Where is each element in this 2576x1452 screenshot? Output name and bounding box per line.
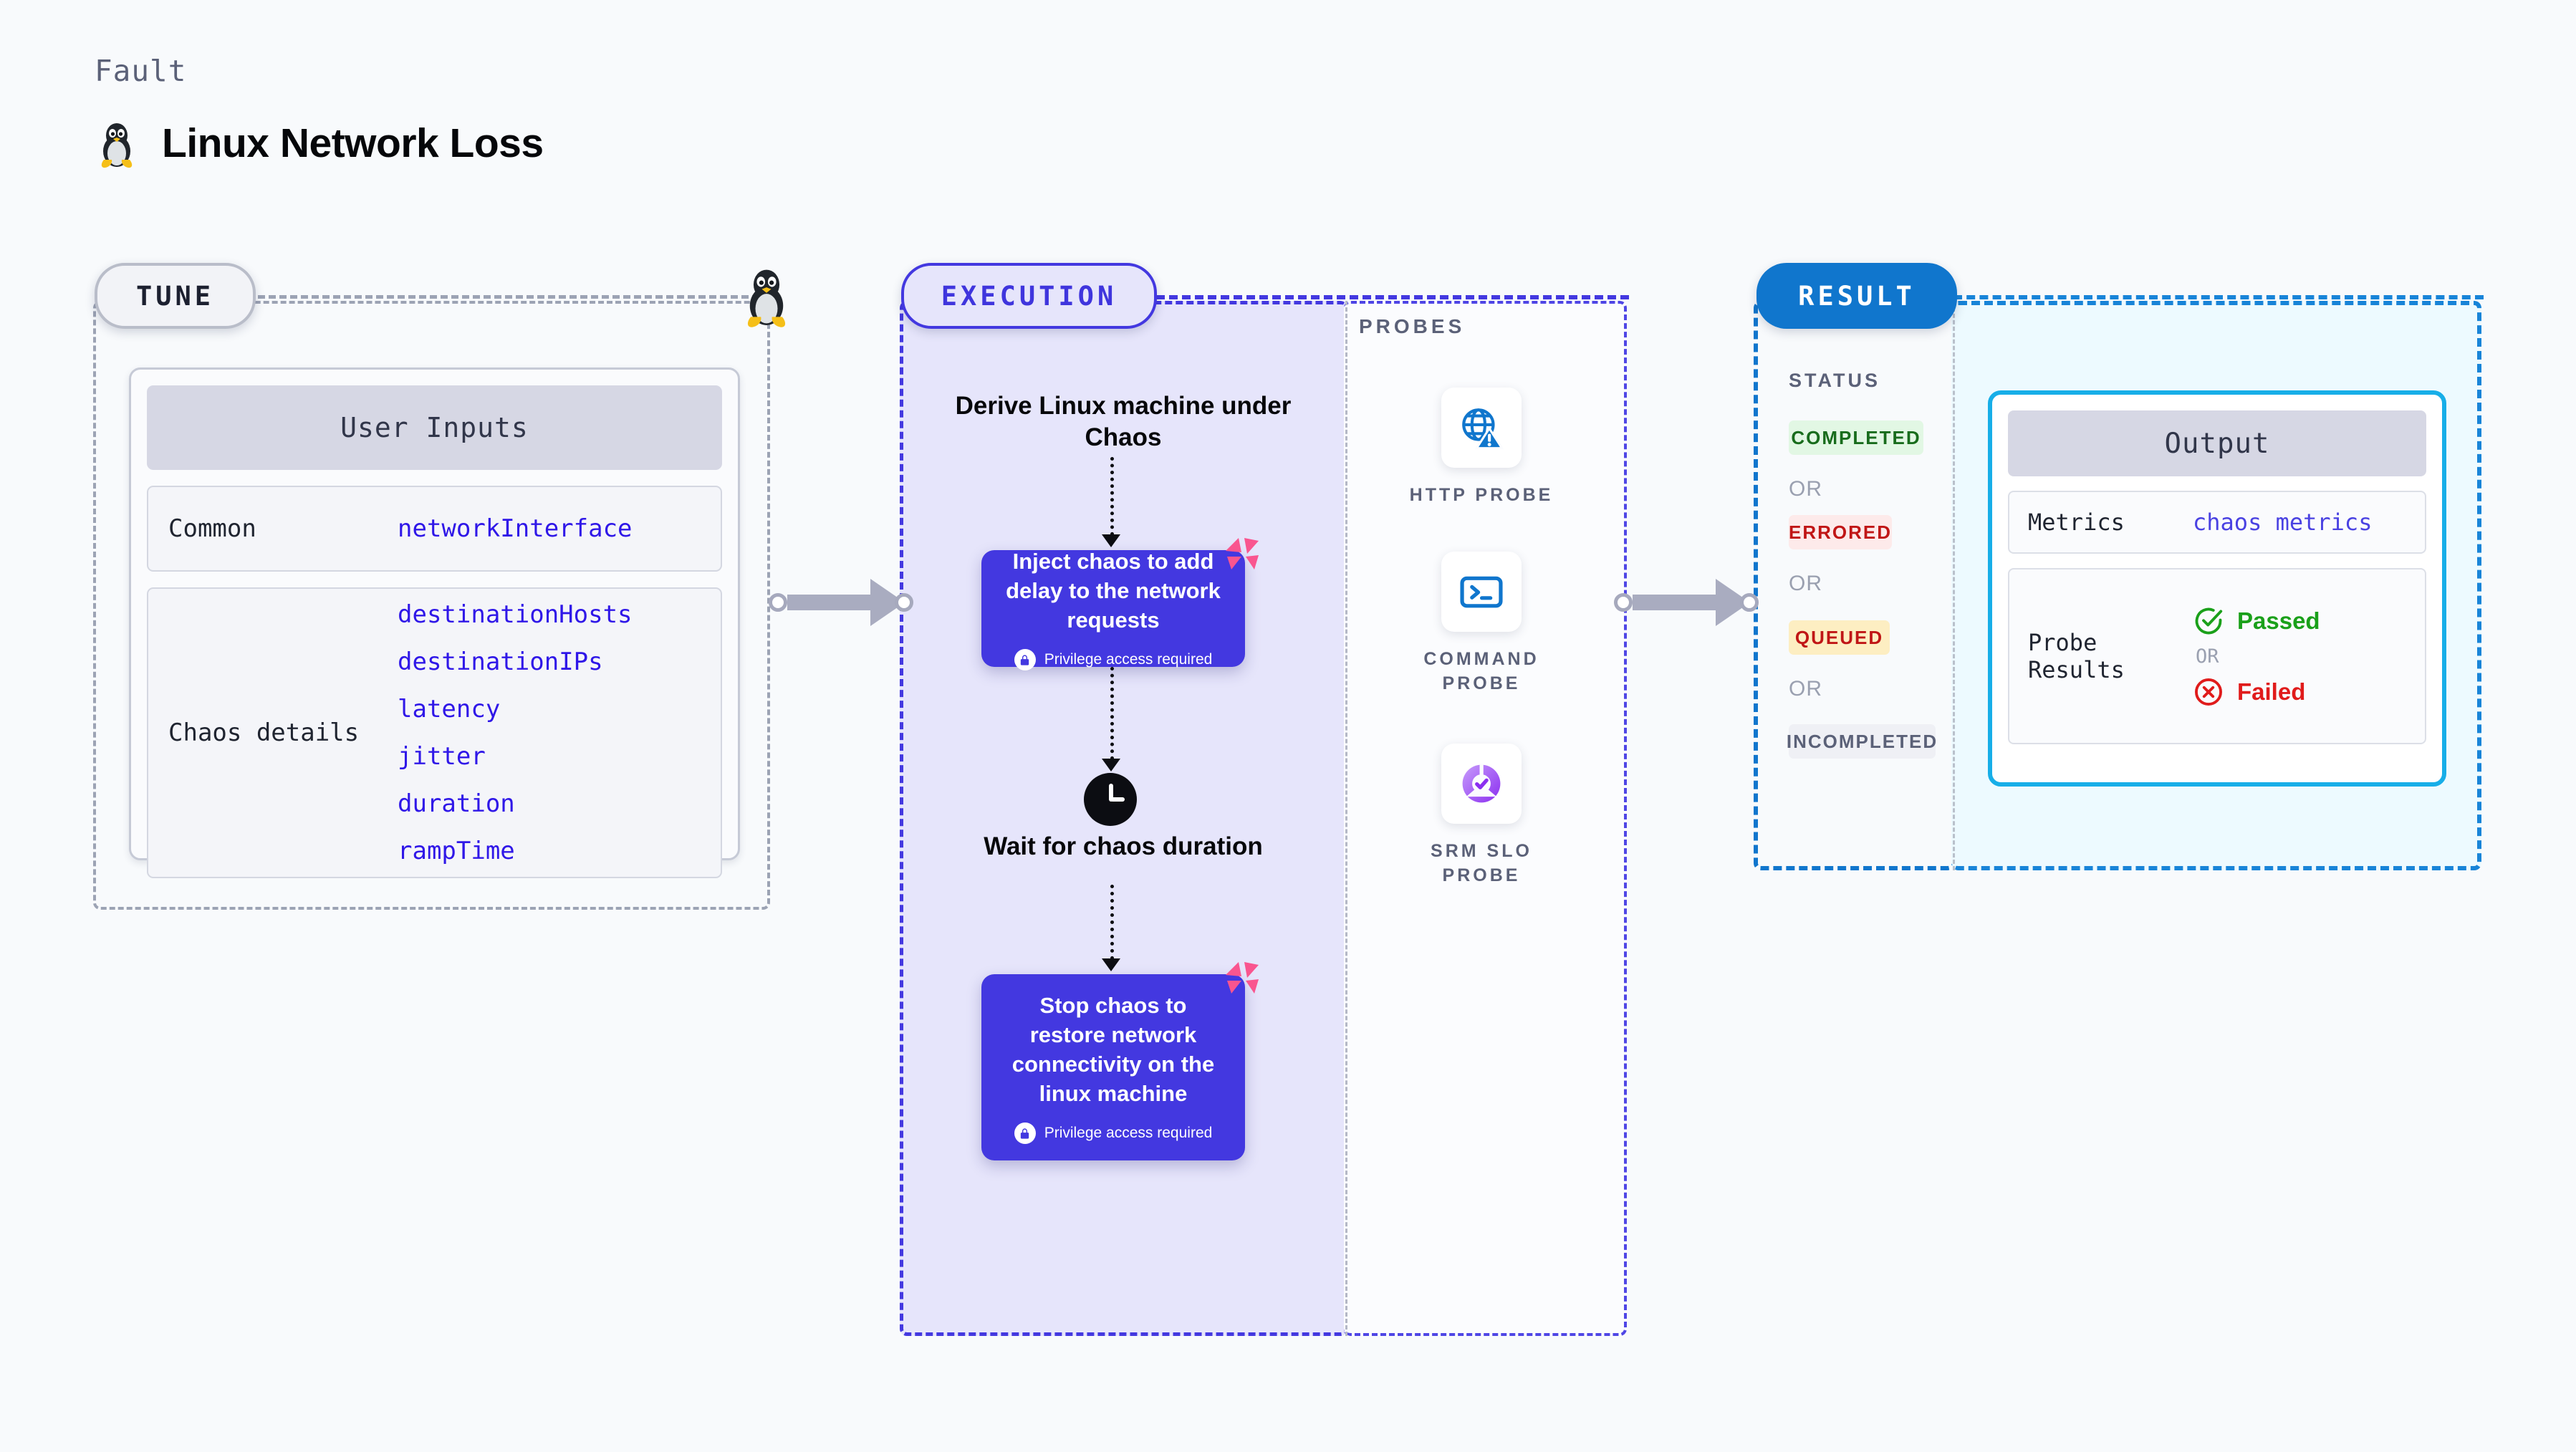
litmus-chaos-icon bbox=[1226, 538, 1259, 569]
page-title: Linux Network Loss bbox=[95, 118, 544, 168]
probe-label: SRM SLO PROBE bbox=[1431, 841, 1532, 885]
page-title-text: Linux Network Loss bbox=[162, 120, 544, 166]
tune-dashed-connector bbox=[258, 295, 759, 299]
output-title: Output bbox=[2008, 410, 2426, 476]
verdict-failed: Failed bbox=[2193, 676, 2320, 708]
probes-title: PROBES bbox=[1359, 315, 1466, 337]
x-circle-icon bbox=[2195, 678, 2222, 706]
privilege-text: Privilege access required bbox=[1044, 1125, 1213, 1142]
output-row-metrics: Metrics chaos metrics bbox=[2008, 491, 2426, 554]
param-destinationips[interactable]: destinationIPs bbox=[398, 648, 603, 676]
param-jitter[interactable]: jitter bbox=[398, 742, 486, 771]
probe-srm-slo[interactable]: SRM SLO PROBE bbox=[1406, 744, 1557, 888]
verdict-label: Failed bbox=[2237, 678, 2306, 705]
metrics-value[interactable]: chaos metrics bbox=[2193, 509, 2373, 536]
execution-badge[interactable]: EXECUTION bbox=[901, 263, 1157, 329]
probe-icon-box bbox=[1441, 388, 1522, 468]
tune-badge[interactable]: TUNE bbox=[95, 263, 256, 329]
privilege-row: Privilege access required bbox=[1014, 649, 1213, 671]
connector-line bbox=[1110, 885, 1114, 960]
execution-dashed-connector bbox=[1156, 295, 1629, 299]
input-group-label: Chaos details bbox=[168, 718, 360, 747]
input-group-values: networkInterface bbox=[398, 514, 633, 543]
arrow-end-dot bbox=[1740, 593, 1759, 612]
output-row-label: Probe Results bbox=[2028, 628, 2125, 683]
or-label: OR bbox=[2196, 645, 2219, 668]
param-networkinterface[interactable]: networkInterface bbox=[398, 514, 633, 543]
output-divider bbox=[1953, 301, 1955, 870]
status-badge-completed: COMPLETED bbox=[1789, 420, 1923, 455]
user-inputs-title: User Inputs bbox=[147, 385, 722, 470]
input-group-chaos-details: Chaos details destinationHosts destinati… bbox=[147, 587, 722, 878]
status-badge-queued: QUEUED bbox=[1789, 620, 1890, 655]
probes-divider bbox=[1345, 301, 1347, 1336]
lock-icon bbox=[1014, 649, 1036, 671]
arrow-shaft bbox=[1633, 595, 1717, 610]
arrow-start-dot bbox=[1614, 593, 1633, 612]
verdict-passed: Passed bbox=[2193, 605, 2320, 637]
litmus-chaos-icon bbox=[1226, 962, 1259, 994]
clock-icon bbox=[1084, 773, 1137, 826]
or-label: OR bbox=[1789, 677, 1822, 701]
input-group-label: Common bbox=[168, 514, 256, 543]
probe-command[interactable]: COMMAND PROBE bbox=[1406, 552, 1557, 696]
output-card: Output Metrics chaos metrics Probe Resul… bbox=[1988, 390, 2446, 787]
arrow-shaft bbox=[787, 595, 872, 610]
chaos-box-title: Inject chaos to add delay to the network… bbox=[1006, 548, 1221, 633]
connector-line bbox=[1110, 457, 1114, 536]
arrow-start-dot bbox=[769, 593, 787, 612]
privilege-text: Privilege access required bbox=[1044, 651, 1213, 668]
user-inputs-card: User Inputs Common networkInterface Chao… bbox=[129, 367, 740, 878]
verdict-label: Passed bbox=[2237, 607, 2320, 634]
execution-step-wait: Wait for chaos duration bbox=[984, 832, 1263, 860]
probe-label: HTTP PROBE bbox=[1409, 485, 1554, 505]
arrow-end-dot bbox=[895, 593, 913, 612]
execution-step-inject-chaos[interactable]: Inject chaos to add delay to the network… bbox=[981, 548, 1245, 671]
execution-step-stop-chaos[interactable]: Stop chaos to restore network connectivi… bbox=[981, 974, 1245, 1160]
srm-slo-icon bbox=[1462, 763, 1501, 803]
param-destinationhosts[interactable]: destinationHosts bbox=[398, 600, 633, 629]
param-ramptime[interactable]: rampTime bbox=[398, 837, 515, 865]
connector-arrowhead bbox=[1102, 534, 1120, 547]
status-badge-errored: ERRORED bbox=[1789, 515, 1892, 549]
probe-label: COMMAND PROBE bbox=[1423, 649, 1539, 693]
param-latency[interactable]: latency bbox=[398, 695, 501, 723]
result-dashed-connector bbox=[1953, 295, 2484, 299]
output-row-probe-results: Probe Results Passed OR Failed bbox=[2008, 568, 2426, 744]
linux-penguin-icon bbox=[747, 269, 786, 327]
probe-http[interactable]: HTTP PROBE bbox=[1406, 388, 1557, 508]
verdict-list: Passed OR Failed bbox=[2193, 605, 2320, 708]
or-label: OR bbox=[1789, 477, 1822, 501]
status-title: STATUS bbox=[1789, 370, 1880, 391]
output-row-label: Metrics bbox=[2028, 508, 2125, 536]
connector-arrowhead bbox=[1102, 958, 1120, 971]
connector-line bbox=[1110, 667, 1114, 760]
status-badge-incompleted: INCOMPLETED bbox=[1787, 724, 1936, 759]
chaos-box-title: Stop chaos to restore network connectivi… bbox=[1011, 992, 1215, 1107]
linux-penguin-icon bbox=[101, 123, 133, 168]
probe-icon-box bbox=[1441, 744, 1522, 824]
input-group-common: Common networkInterface bbox=[147, 486, 722, 572]
lock-icon bbox=[1014, 1122, 1036, 1145]
page-eyebrow: Fault bbox=[95, 54, 187, 88]
terminal-icon bbox=[1460, 576, 1503, 608]
check-circle-icon bbox=[2195, 607, 2223, 634]
globe-warning-icon bbox=[1462, 408, 1504, 450]
result-badge[interactable]: RESULT bbox=[1756, 263, 1957, 329]
param-duration[interactable]: duration bbox=[398, 789, 515, 818]
or-label: OR bbox=[1789, 572, 1822, 595]
flow-arrow-tune-to-execution bbox=[769, 579, 913, 626]
privilege-row: Privilege access required bbox=[1014, 1122, 1213, 1145]
connector-arrowhead bbox=[1102, 759, 1120, 771]
flow-arrow-probes-to-result bbox=[1614, 579, 1759, 626]
execution-step-derive: Derive Linux machine under Chaos bbox=[955, 392, 1292, 451]
probe-icon-box bbox=[1441, 552, 1522, 632]
input-group-values: destinationHosts destinationIPs latency … bbox=[398, 600, 633, 865]
